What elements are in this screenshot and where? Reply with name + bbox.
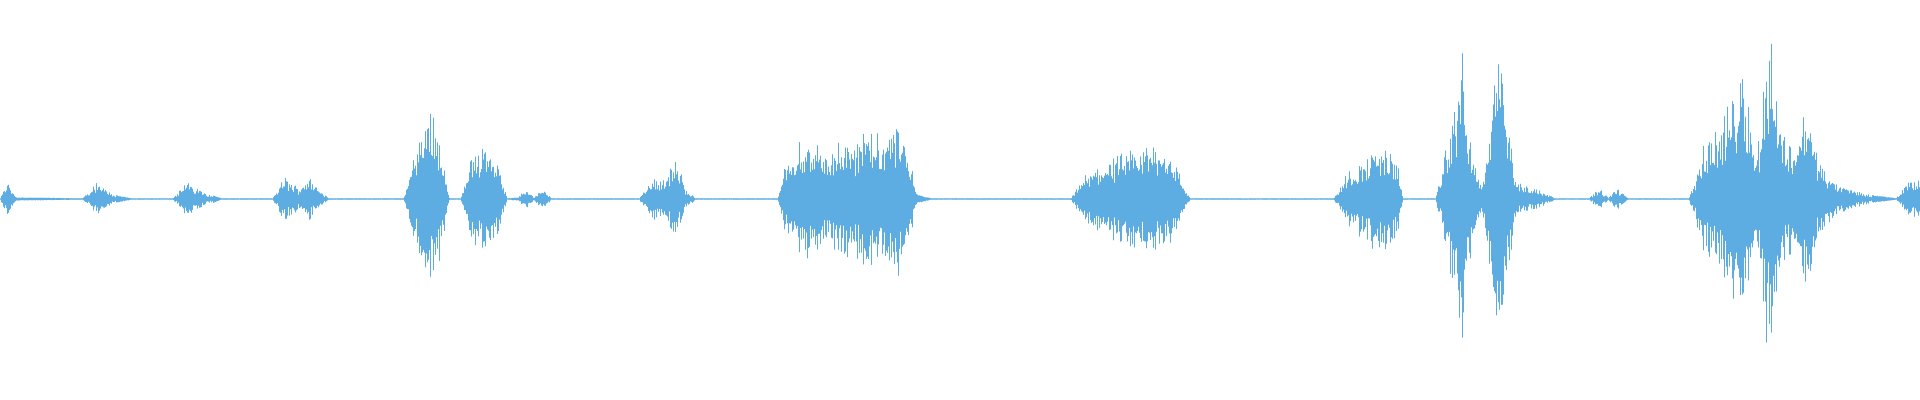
waveform-samples bbox=[0, 43, 1920, 343]
waveform-path bbox=[0, 43, 1920, 343]
